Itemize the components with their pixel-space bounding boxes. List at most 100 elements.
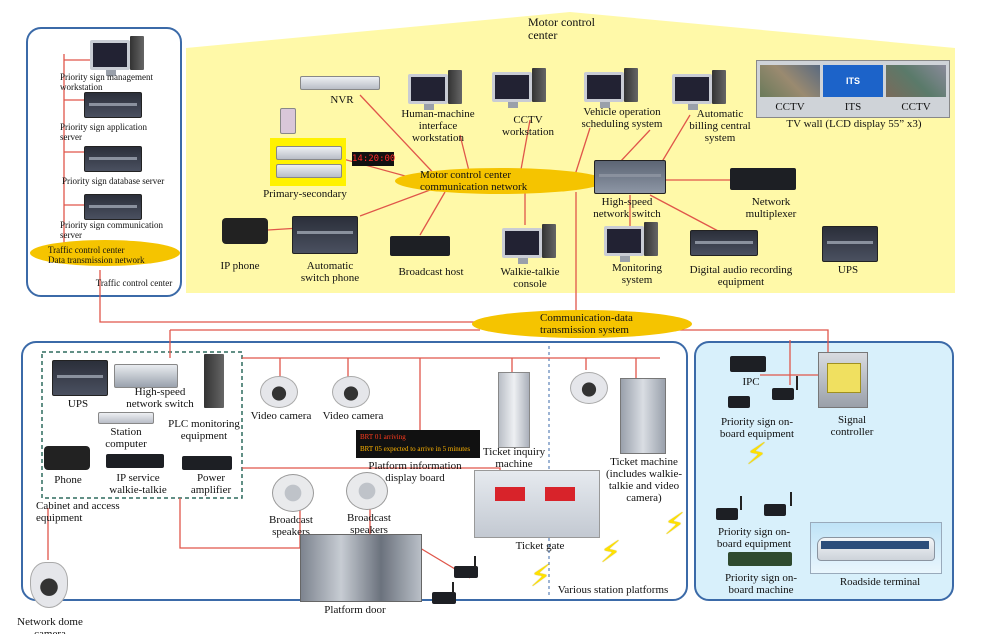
monitoring-monitor-icon: [604, 226, 644, 262]
station-ups-icon: [52, 360, 108, 396]
power-amplifier-label: Power amplifier: [190, 472, 232, 496]
tv-panel-label-3: CCTV: [901, 101, 931, 113]
onboard-unit-icon: [728, 396, 750, 408]
antenna-icon: [452, 582, 454, 594]
platform-door-image: [300, 534, 422, 602]
cctv-monitor-icon: [492, 72, 532, 108]
phone-icon: [44, 446, 90, 470]
wireless-module-icon: [454, 566, 478, 578]
walkie-console-monitor-icon: [502, 228, 542, 264]
pbx-icon: [292, 216, 358, 254]
station-switch-label: High-speed network switch: [126, 386, 194, 410]
workstation-tower-icon: [130, 36, 144, 70]
mcc-ups-label: UPS: [837, 264, 859, 276]
speaker-icon: [346, 472, 388, 510]
monitoring-tower-icon: [644, 222, 658, 256]
broadcast-host-icon: [390, 236, 450, 256]
antenna-icon: [740, 496, 742, 510]
ip-phone-label: IP phone: [220, 260, 260, 272]
onboard-unit-icon: [772, 388, 794, 400]
billing-tower-icon: [712, 70, 726, 104]
station-computer-icon: [98, 412, 154, 424]
multiplexer-icon: [730, 168, 796, 190]
ticket-machine-label: Ticket machine (includes walkie- talkie …: [605, 456, 683, 504]
auto-switch-phone-label: Automatic switch phone: [300, 260, 360, 284]
hmi-monitor-icon: [408, 74, 448, 110]
video-camera-icon: [570, 372, 608, 404]
station-switch-icon: [114, 364, 178, 388]
ups-icon: [822, 226, 878, 262]
signal-controller-panel: [827, 363, 861, 393]
plc-label: PLC monitoring equipment: [168, 418, 240, 442]
multiplexer-label: Network multiplexer: [745, 196, 797, 220]
network-switch-icon: [594, 160, 666, 194]
video-camera-icon: [332, 376, 370, 408]
cctv-workstation-label: CCTV workstation: [502, 114, 554, 138]
mcc-switch-label: High-speed network switch: [593, 196, 661, 220]
video-camera-1-label: Video camera: [250, 410, 312, 422]
tv-panel-its-tile: ITS: [823, 65, 883, 97]
clock-display: 14:20:00: [352, 152, 396, 166]
psc-server-label: Priority sign communication server: [60, 220, 163, 240]
onboard-eq-bottom-label: Priority sign on- board equipment: [716, 526, 792, 550]
antenna-icon: [790, 492, 792, 506]
station-ups-label: UPS: [67, 398, 89, 410]
psd-server-label: Priority sign database server: [62, 176, 165, 186]
ticket-machine-icon: [620, 378, 666, 454]
onboard-unit-icon: [764, 504, 786, 516]
walkie-console-tower-icon: [542, 224, 556, 258]
server-icon: [84, 194, 142, 220]
station-computer-label: Station computer: [105, 426, 147, 450]
mcc-title: Motor control center: [528, 15, 595, 42]
server-icon: [84, 146, 142, 172]
video-camera-2-label: Video camera: [322, 410, 384, 422]
pids-line-2: BRT 05 expected to arrive in 5 minutes: [360, 445, 471, 453]
cabinet-caption: Cabinet and access equipment: [36, 500, 120, 524]
hmi-tower-icon: [448, 70, 462, 104]
onboard-machine-label: Priority sign on- board machine: [724, 572, 798, 596]
dome-camera-icon: [30, 562, 68, 608]
broadcast-2-label: Broadcast speakers: [347, 512, 391, 536]
mcc-network-label: Motor control center communication netwo…: [420, 169, 528, 193]
psa-server-label: Priority sign application server: [60, 122, 147, 142]
ip-walkie-icon: [106, 454, 164, 468]
primary-secondary-label: Primary-secondary: [263, 188, 347, 200]
tv-panel-cctv-image: [760, 65, 820, 97]
billing-monitor-icon: [672, 74, 712, 110]
gate-flap: [495, 487, 525, 501]
server-icon: [84, 92, 142, 118]
mcc-network-ellipse: [395, 168, 605, 194]
walkie-console-label: Walkie-talkie console: [500, 266, 560, 290]
ip-phone-icon: [222, 218, 268, 244]
clock-unit-icon: [276, 164, 342, 178]
cctv-tower-icon: [532, 68, 546, 102]
monitoring-label: Monitoring system: [611, 262, 663, 286]
pids-line-1: BRT 01 arriving: [360, 433, 406, 441]
comm-system-ellipse: [472, 310, 692, 338]
onboard-eq-top-label: Priority sign on- board equipment: [719, 416, 795, 440]
plc-icon: [204, 354, 224, 408]
ticket-inquiry-machine-icon: [498, 372, 530, 448]
comm-system-label: Communication-data transmission system: [540, 312, 633, 336]
antenna-icon: [796, 376, 798, 390]
nvr-label: NVR: [330, 94, 354, 106]
wireless-signal-icon: ⚡: [664, 507, 686, 542]
tv-panel-cctv-image: [886, 65, 946, 97]
psm-workstation-label: Priority sign management workstation: [60, 72, 153, 92]
platforms-label: Various station platforms: [557, 584, 669, 596]
pids-caption: Platform information display board: [368, 460, 462, 484]
ipc-label: IPC: [742, 376, 760, 388]
ipc-icon: [730, 356, 766, 372]
tcc-network-label: Traffic control center Data transmission…: [48, 245, 145, 265]
antenna-icon: [474, 556, 476, 568]
nvr-icon: [300, 76, 380, 90]
brt-bus-image: [810, 522, 942, 574]
ticket-gate-image: [474, 470, 600, 538]
workstation-monitor-icon: [90, 40, 130, 76]
ticket-gate-label: Ticket gate: [515, 540, 565, 552]
signal-controller-icon: [818, 352, 868, 408]
bus-windows: [821, 541, 929, 549]
ticket-inquiry-label: Ticket inquiry machine: [482, 446, 546, 470]
ip-walkie-label: IP service walkie-talkie: [109, 472, 167, 496]
